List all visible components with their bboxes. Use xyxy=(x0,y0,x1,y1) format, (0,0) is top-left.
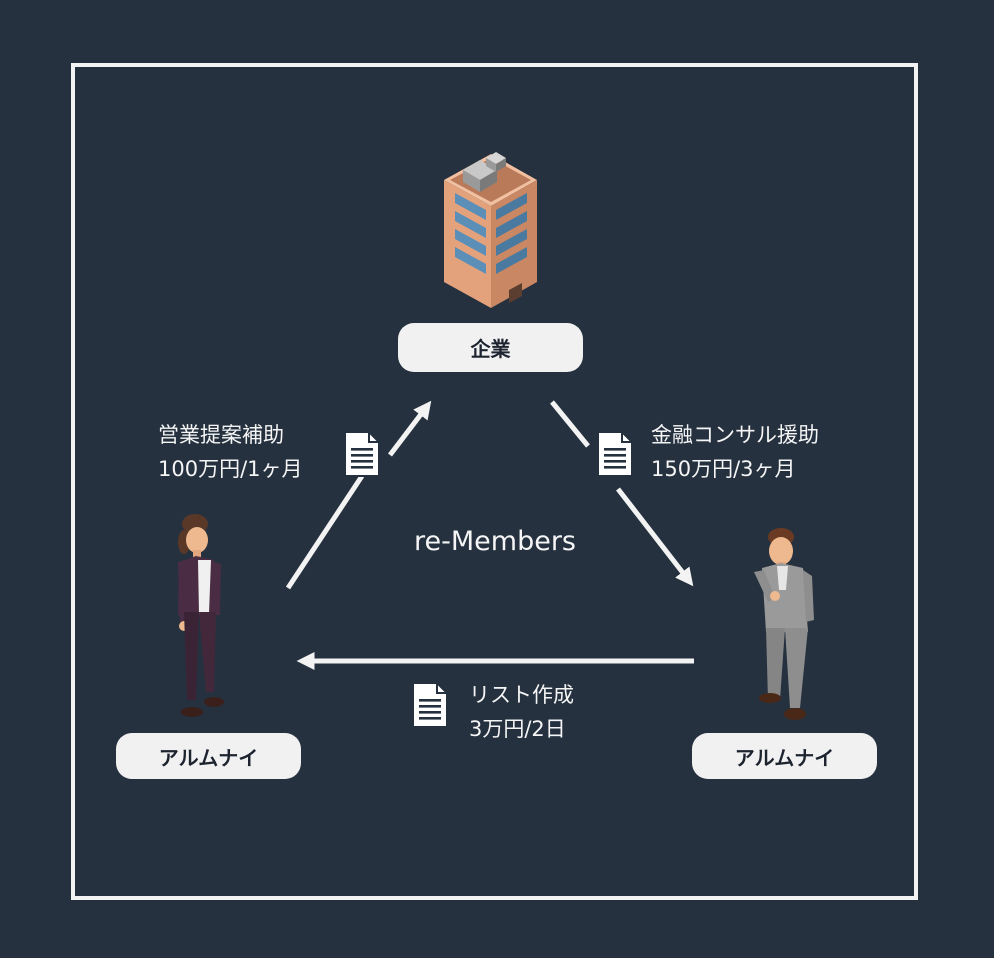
service-name: re-Members xyxy=(414,526,576,557)
alumni-left-label: アルムナイ xyxy=(116,733,301,779)
arrow-left-to-company xyxy=(285,474,365,590)
arrow-company-to-right xyxy=(550,400,590,448)
arrow-company-to-right-head xyxy=(616,487,694,587)
document-icon xyxy=(344,431,380,477)
deal-title: 営業提案補助 xyxy=(158,423,284,447)
company-label: 企業 xyxy=(398,323,583,372)
deal-price: 150万円/3ヶ月 xyxy=(651,457,796,481)
alumni-right-label: アルムナイ xyxy=(692,733,877,779)
deal-title: 金融コンサル援助 xyxy=(651,423,819,447)
deal-label: リスト作成 3万円/2日 xyxy=(469,678,574,746)
person-icon xyxy=(178,514,224,717)
deal-title: リスト作成 xyxy=(469,683,574,707)
deal-label: 金融コンサル援助 150万円/3ヶ月 xyxy=(651,418,819,486)
building-icon xyxy=(444,152,537,308)
person-icon xyxy=(754,528,814,720)
document-icon xyxy=(412,682,448,728)
arrow-left-to-company-head xyxy=(388,400,432,457)
deal-price: 100万円/1ヶ月 xyxy=(158,457,303,481)
diagram-frame xyxy=(71,63,918,900)
deal-price: 3万円/2日 xyxy=(469,717,566,741)
document-icon xyxy=(597,431,633,477)
deal-label: 営業提案補助 100万円/1ヶ月 xyxy=(158,418,303,486)
